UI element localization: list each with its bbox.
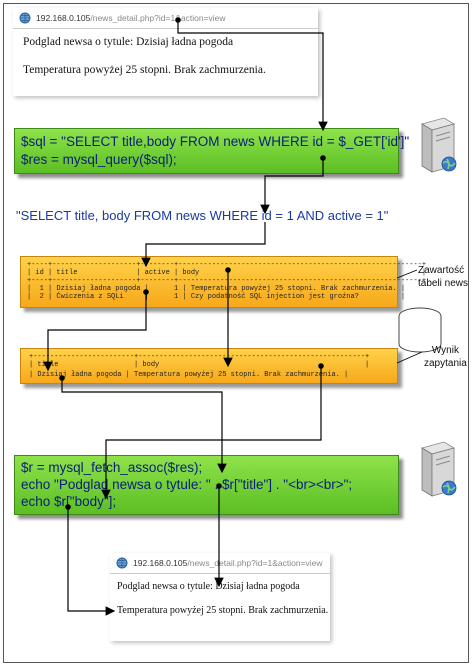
php-echo-body-line: echo $r["body"]; xyxy=(21,494,117,509)
table-news-border-mid: +----+--------------------+--------+----… xyxy=(27,277,427,285)
database-icon xyxy=(398,307,442,353)
table-news-label-line2: tabeli news xyxy=(418,278,469,289)
table-news-box: +----+--------------------+--------+----… xyxy=(20,256,426,308)
bottom-browser-window: 192.168.0.105/news_detail.php?id=1&actio… xyxy=(110,553,330,641)
table-news-header: | id | title | active | body | xyxy=(27,269,427,277)
leader-result-label xyxy=(396,351,423,364)
table-result-box: +------------------------+--------------… xyxy=(20,348,398,384)
top-url-host: 192.168.0.105 xyxy=(36,13,91,23)
arrow-title-to-result xyxy=(43,292,147,372)
php-query-line: $res = mysql_query($sql); xyxy=(21,152,177,167)
table-result-border-top: +------------------------+--------------… xyxy=(29,353,370,361)
bottom-page-title-line: Podglad newsa o tytule: Dzisiaj ładna po… xyxy=(117,581,300,592)
table-result-label-line2: zapytania xyxy=(424,358,467,369)
php-code-block-output: $r = mysql_fetch_assoc($res); echo "Podg… xyxy=(14,455,399,515)
arrow-query-to-table xyxy=(141,222,266,268)
table-news-row-1: | 1 | Dzisiaj ładna pogoda | 1 | Tempera… xyxy=(27,285,406,293)
table-result-label: Wynik zapytania xyxy=(424,344,467,370)
table-news-row-2: | 2 | Ćwiczenia z SQLi | 1 | Czy podatno… xyxy=(27,293,406,301)
table-result-label-line1: Wynik xyxy=(431,345,459,356)
bottom-url-host: 192.168.0.105 xyxy=(133,558,188,568)
top-page-body-line: Temperatura powyżej 25 stopni. Brak zach… xyxy=(23,64,266,76)
bottom-page-body-line: Temperatura powyżej 25 stopni. Brak zach… xyxy=(117,605,329,616)
table-result-row-1: | Dzisiaj ładna pogoda | Temperatura pow… xyxy=(29,371,349,379)
table-news-label: Zawartość tabeli news xyxy=(418,264,468,290)
table-news-border-top: +----+--------------------+--------+----… xyxy=(27,261,427,269)
top-url: 192.168.0.105/news_detail.php?id=1&actio… xyxy=(36,13,226,23)
top-browser-window: 192.168.0.105/news_detail.php?id=1&actio… xyxy=(13,8,318,96)
arrow-url-to-get xyxy=(177,20,328,132)
bottom-url-rest: /news_detail.php?id=1&action=view xyxy=(187,558,323,568)
bottom-url: 192.168.0.105/news_detail.php?id=1&actio… xyxy=(133,558,323,568)
table-news-label-line1: Zawartość xyxy=(418,265,465,276)
arrow-result-title-to-php xyxy=(61,378,227,474)
arrow-get-to-query xyxy=(260,158,324,215)
bottom-address-bar[interactable]: 192.168.0.105/news_detail.php?id=1&actio… xyxy=(110,553,330,574)
top-page-title-line: Podglad newsa o tytule: Dzisiaj ładna po… xyxy=(23,36,234,48)
sql-query-text: "SELECT title, body FROM news WHERE id =… xyxy=(16,208,389,223)
top-url-rest: /news_detail.php?id=1&action=view xyxy=(90,13,226,23)
diagram-frame xyxy=(3,3,469,663)
arrow-php-body-to-browser xyxy=(67,507,116,616)
arrow-result-body-to-php xyxy=(101,366,322,500)
globe-icon xyxy=(19,12,31,24)
leader-news-label xyxy=(396,269,418,279)
php-fetch-line: $r = mysql_fetch_assoc($res); xyxy=(21,460,203,475)
php-echo-title-line: echo "Podglad newsa o tytule: " . $r["ti… xyxy=(21,477,353,492)
server-icon xyxy=(420,441,457,497)
globe-icon xyxy=(116,557,128,569)
php-code-block-query: $sql = "SELECT title,body FROM news WHER… xyxy=(14,128,409,174)
php-sql-line: $sql = "SELECT title,body FROM news WHER… xyxy=(21,134,410,149)
top-address-bar[interactable]: 192.168.0.105/news_detail.php?id=1&actio… xyxy=(13,8,318,29)
server-icon xyxy=(420,117,457,173)
